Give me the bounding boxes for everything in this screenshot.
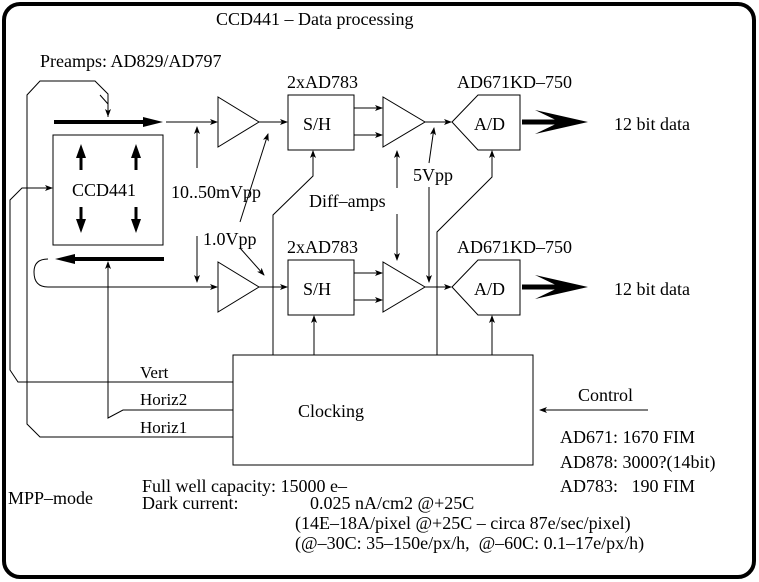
adc-bottom <box>451 259 521 316</box>
sh-top-box <box>287 94 355 151</box>
charge-up-arrow-left <box>76 144 86 170</box>
control-label: Control <box>578 385 633 405</box>
ccd-box <box>52 134 164 246</box>
ccd-label: CCD441 <box>72 180 136 200</box>
sh-bottom-label: S/H <box>303 279 331 299</box>
adc-spec-line: AD878: 3000?(14bit) <box>560 452 715 473</box>
diff-output-level-label: 5Vpp <box>413 165 453 185</box>
charge-down-arrow-right <box>131 207 141 233</box>
sh-top-label: S/H <box>303 114 331 134</box>
dark-current-detail-1: (14E–18A/pixel @+25C – circa 87e/sec/pix… <box>295 513 631 534</box>
preamp-level-arrow-down <box>239 247 265 276</box>
vert-label: Vert <box>140 363 169 382</box>
diagram-title: CCD441 – Data processing <box>216 9 413 29</box>
diff-amp-bottom <box>382 261 426 313</box>
sh-chip-top-label: 2xAD783 <box>287 72 358 92</box>
clock-to-adc-top <box>436 150 495 355</box>
bottom-register-arrow <box>55 254 164 264</box>
clocking-box <box>232 354 534 466</box>
adc-spec-line: AD783: 190 FIM <box>560 476 695 496</box>
adc-top-label: A/D <box>474 114 505 134</box>
charge-up-arrow-right <box>131 144 141 170</box>
data-output-arrow-top <box>522 110 588 134</box>
clocking-label: Clocking <box>298 401 364 421</box>
output-bottom-label: 12 bit data <box>614 279 690 299</box>
vert-clock-top-line <box>26 80 111 378</box>
preamp-output-level-label: 1.0Vpp <box>203 229 257 249</box>
diff-level-arrow-up <box>428 127 436 164</box>
adc-top <box>451 94 521 151</box>
preamp-top <box>217 96 260 148</box>
bottom-signal-line <box>33 258 218 290</box>
ccd-output-level-label: 10..50mVpp <box>171 182 261 202</box>
horiz1-label: Horiz1 <box>140 418 187 437</box>
adc-chip-top-label: AD671KD–750 <box>457 72 572 92</box>
diff-amp-top <box>382 96 426 148</box>
ccd-block: CCD441 <box>52 134 164 246</box>
clock-to-sh-top <box>272 150 316 355</box>
data-output-arrow-bottom <box>522 275 588 299</box>
output-top-label: 12 bit data <box>614 114 690 134</box>
adc-chip-bottom-label: AD671KD–750 <box>457 237 572 257</box>
charge-down-arrow-left <box>76 207 86 233</box>
vert-line <box>9 369 233 383</box>
full-well-capacity: Full well capacity: 15000 e– <box>142 476 348 496</box>
diff-amps-label: Diff–amps <box>309 191 386 211</box>
adc-bottom-label: A/D <box>474 279 505 299</box>
sh-bottom-box <box>287 259 355 316</box>
horiz2-label: Horiz2 <box>140 390 187 409</box>
sh-chip-bottom-label: 2xAD783 <box>287 237 358 257</box>
preamp-bottom <box>217 261 260 313</box>
horiz2-line <box>107 408 233 419</box>
preamp-level-arrow-up <box>239 133 269 223</box>
dark-current-value: 0.025 nA/cm2 @+25C <box>310 493 474 513</box>
adc-spec-line: AD671: 1670 FIM <box>560 427 695 447</box>
dark-current-detail-2: (@–30C: 35–150e/px/h, @–60C: 0.1–17e/px/… <box>295 533 644 554</box>
preamps-label: Preamps: AD829/AD797 <box>40 51 222 71</box>
dark-current-label: Dark current: <box>142 493 238 513</box>
top-register-arrow <box>54 117 163 127</box>
horiz1-line <box>26 378 233 438</box>
ccd-input-line <box>9 185 53 369</box>
mpp-mode-label: MPP–mode <box>8 488 93 508</box>
